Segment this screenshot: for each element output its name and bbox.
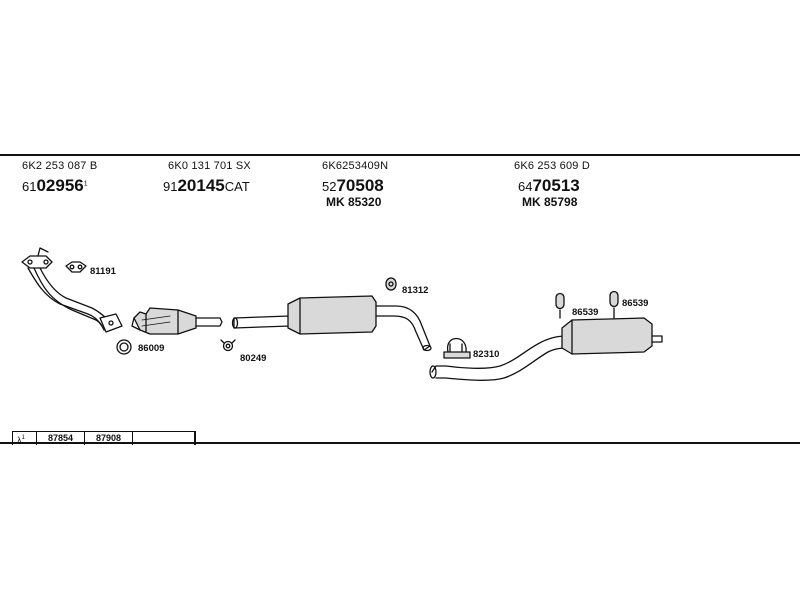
lambda-sup: 1: [21, 435, 25, 441]
part-number-sup: 1: [83, 180, 88, 188]
hanger-86539-a-drawing: [555, 292, 565, 319]
part-number-main: 02956: [36, 176, 84, 195]
clamp-80249-drawing: [220, 339, 236, 352]
hanger-86539-b-drawing: [609, 290, 619, 319]
part-number-main: 70513: [532, 176, 580, 195]
rear-silencer-drawing: [429, 317, 663, 381]
part-number-catalyst: 9120145CAT: [163, 176, 250, 196]
footer-code-2: 87908: [85, 432, 133, 445]
part-number-prefix: 52: [322, 179, 337, 194]
part-number-middle-silencer: 5270508: [322, 176, 384, 196]
part-code-rear-silencer: 6K6 253 609 D: [514, 160, 590, 172]
part-number-prefix: 64: [518, 179, 533, 194]
bottom-rule: [0, 442, 800, 444]
part-number-prefix: 91: [163, 179, 178, 194]
callout-clamp-80249: 80249: [240, 353, 267, 364]
part-code-middle-silencer: 6K6253409N: [322, 160, 389, 172]
middle-silencer-drawing: [231, 295, 432, 352]
part-number-rear-silencer: 6470513: [518, 176, 580, 196]
gasket-81191-drawing: [65, 261, 87, 273]
callout-gasket-81191: 81191: [90, 266, 116, 277]
hanger-81312-drawing: [385, 277, 397, 291]
catalyst-drawing: [131, 307, 223, 335]
clamp-82310-drawing: [443, 337, 471, 359]
part-number-suffix: CAT: [224, 179, 250, 194]
lambda-symbol: λ: [17, 435, 22, 445]
part-number-prefix: 61: [22, 179, 37, 194]
part-number-main: 20145: [177, 176, 225, 195]
footer-code-1: 87854: [37, 432, 85, 445]
callout-hanger-86539-b: 86539: [622, 298, 649, 309]
lambda-cell: λ1: [13, 432, 37, 445]
callout-ring-86009: 86009: [138, 343, 165, 354]
footer-reference-table: λ1 87854 87908: [12, 431, 196, 445]
callout-clamp-82310: 82310: [473, 349, 500, 360]
part-code-downpipe: 6K2 253 087 B: [22, 160, 98, 172]
callout-hanger-86539-a: 86539: [572, 307, 599, 318]
downpipe-drawing: [21, 247, 123, 333]
part-number-downpipe: 61029561: [22, 176, 88, 196]
ring-86009-drawing: [116, 339, 132, 355]
mk-number-middle-silencer: MK 85320: [326, 195, 382, 209]
part-code-catalyst: 6K0 131 701 SX: [168, 160, 251, 172]
mk-number-rear-silencer: MK 85798: [522, 195, 578, 209]
top-rule: [0, 154, 800, 156]
part-number-main: 70508: [336, 176, 384, 195]
footer-empty-cell: [133, 432, 195, 445]
callout-hanger-81312: 81312: [402, 285, 429, 296]
